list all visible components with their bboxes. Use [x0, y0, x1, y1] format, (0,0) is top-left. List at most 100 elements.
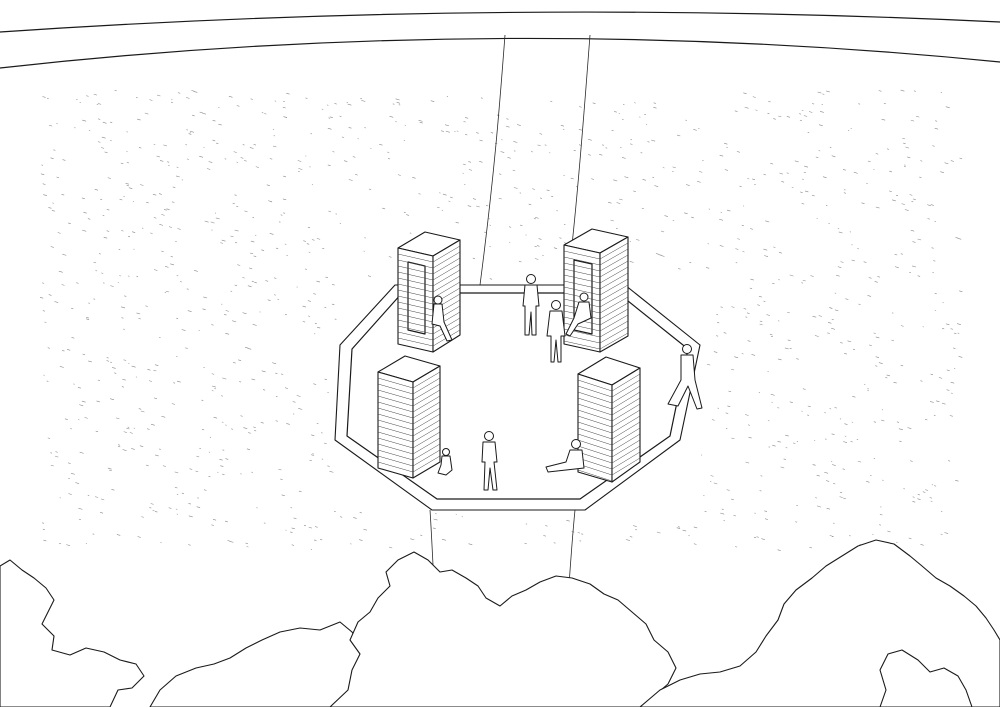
brick-course [412, 425, 441, 443]
grass-mark [839, 491, 843, 494]
grass-mark [298, 408, 303, 410]
grass-mark [947, 460, 951, 462]
grass-mark [313, 383, 317, 385]
grass-mark [212, 139, 216, 142]
grass-mark [193, 91, 198, 93]
grass-mark [51, 210, 55, 212]
grass-mark [42, 522, 45, 524]
tree-canopy-right-far [879, 649, 973, 707]
grass-mark [917, 498, 921, 500]
grass-mark [858, 103, 861, 105]
grass-mark [784, 347, 789, 350]
brick-course [397, 271, 434, 281]
grass-mark [710, 475, 714, 477]
grass-mark [53, 149, 56, 151]
grass-mark [68, 222, 71, 224]
grass-mark [587, 138, 592, 141]
grass-mark [47, 347, 50, 349]
brick-course [377, 419, 414, 431]
grass-mark [938, 377, 943, 379]
grass-mark [767, 420, 770, 422]
grass-mark [108, 469, 112, 472]
grass-mark [815, 156, 819, 158]
grass-mark [171, 201, 175, 203]
brick-course [599, 314, 629, 332]
brick-course [412, 431, 441, 449]
brick-course [577, 385, 613, 398]
grass-mark [283, 100, 285, 102]
grass-mark [785, 447, 788, 449]
grass-mark [801, 282, 804, 284]
grass-mark [826, 507, 830, 510]
grass-mark [800, 191, 803, 194]
grass-mark [723, 520, 726, 522]
grass-mark [893, 381, 897, 384]
brick-course [563, 250, 601, 260]
grass-mark [215, 217, 220, 220]
grass-mark [277, 298, 280, 300]
grass-mark [123, 431, 128, 433]
grass-mark [579, 106, 582, 108]
grass-mark [282, 198, 287, 201]
grass-mark [581, 533, 584, 535]
grass-mark [172, 186, 176, 188]
grass-mark [445, 130, 450, 133]
grass-mark [959, 290, 963, 293]
brick-course [377, 437, 414, 449]
grass-mark [246, 546, 249, 548]
grass-mark [734, 110, 738, 112]
brick-course [377, 431, 414, 443]
grass-mark [850, 441, 853, 443]
grass-mark [465, 134, 468, 136]
grass-mark [930, 500, 933, 502]
brick-course [377, 455, 414, 467]
grass-mark [311, 434, 315, 437]
grass-mark [42, 528, 45, 531]
grass-mark [867, 160, 871, 163]
grass-mark [770, 335, 773, 337]
grass-mark [723, 332, 727, 334]
grass-mark [140, 410, 145, 413]
brick-course [611, 445, 641, 464]
grass-mark [739, 185, 742, 187]
grass-mark [476, 205, 480, 208]
grass-mark [744, 106, 749, 109]
brick-course [563, 262, 601, 272]
grass-mark [188, 133, 192, 135]
grass-mark [843, 441, 848, 443]
grass-mark [88, 360, 92, 363]
grass-mark [290, 531, 293, 533]
grass-mark [307, 300, 312, 302]
grass-mark [44, 321, 47, 323]
grass-mark [484, 231, 487, 233]
grass-mark [719, 245, 724, 247]
grass-mark [238, 359, 242, 361]
grass-mark [92, 533, 95, 535]
brick-course [412, 449, 441, 467]
grass-mark [274, 277, 277, 279]
grass-mark [794, 160, 799, 163]
grass-mark [901, 203, 905, 205]
brick-course [611, 397, 641, 416]
grass-mark [112, 367, 116, 369]
grass-mark [56, 176, 60, 179]
grass-mark [929, 401, 934, 403]
grass-mark [364, 237, 366, 239]
brick-course [412, 383, 441, 401]
grass-mark [824, 471, 829, 474]
grass-mark [759, 490, 762, 492]
grass-mark [919, 176, 922, 178]
grass-mark [625, 539, 630, 541]
grass-mark [314, 526, 318, 528]
brick-course [377, 389, 414, 401]
grass-mark [704, 511, 707, 513]
grass-mark [843, 497, 846, 500]
grass-mark [745, 316, 748, 318]
brick-course [397, 253, 434, 263]
grass-mark [86, 318, 90, 320]
grass-mark [145, 305, 148, 307]
grass-mark [93, 298, 96, 300]
grass-mark [933, 260, 936, 262]
grass-mark [950, 381, 955, 384]
